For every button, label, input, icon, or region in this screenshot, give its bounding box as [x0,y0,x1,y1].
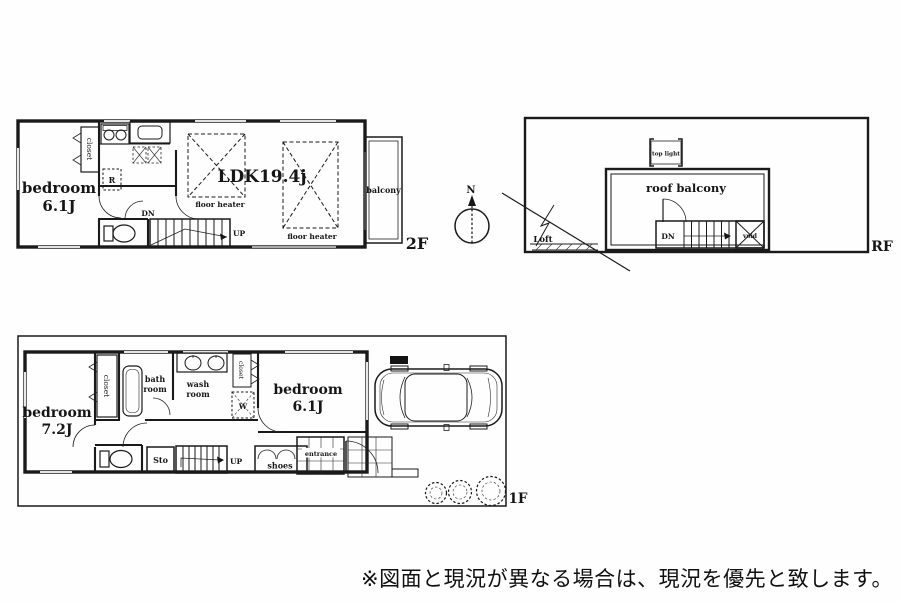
stairs-rf: DN void [655,220,765,249]
wall-kitchen-2f [99,150,178,196]
label-closet-2f: closet [85,138,94,160]
vanity-icon [176,352,228,373]
label-dn-rf: DN [661,232,675,241]
entrance-door-arc [345,440,379,474]
label-bedroom6: bedroom [273,382,343,398]
label-bath-2: room [143,384,167,394]
label-floor-rf: RF [871,239,893,255]
roof-balcony: roof balcony [604,167,771,252]
kitchen-counter [99,143,170,164]
label-entrance: entrance [305,450,337,458]
label-balcony: balcony [366,185,401,195]
toilet-icon-2f [103,224,136,243]
closet-left-1f: closet [88,354,118,418]
stairs-arrow-1f [217,456,224,464]
label-bedroom7: bedroom [22,405,92,421]
meter-box [390,356,408,364]
label-bedroom-2f-size: 6.1J [42,197,75,215]
compass-icon: N [454,185,490,244]
compass-north-arrow [468,195,476,206]
label-storage: Sto [153,455,168,465]
label-compass-north: N [466,185,475,196]
outer-wall-rf [523,116,870,254]
entrance-area: entrance [296,436,345,475]
stairs-arrow-2f [220,233,227,240]
door-arc-hall [122,422,148,448]
label-closet-right: closet [237,361,244,380]
windows-1f [22,349,370,475]
loft-break: Loft [501,192,631,272]
stove-icon [100,123,130,145]
toilet-icon-1f [99,449,133,469]
bathtub-icon [122,365,143,417]
label-closet-left: closet [102,375,111,397]
label-floor-2f: 2F [406,234,429,253]
label-bedroom-2f: bedroom [22,179,96,197]
label-floor-1f: 1F [509,491,528,507]
door-arc-toilet-2f [124,200,144,220]
shoes-cabinet: shoes [254,445,308,473]
label-up-1f: UP [230,457,243,466]
top-light: top light [649,138,683,167]
label-shoes: shoes [267,461,293,471]
door-arc-bedroom6 [257,407,283,433]
door-arc-bedroom-2f [98,195,122,219]
bush-icons [424,475,507,507]
door-arc-bath [152,397,171,416]
floor-heater-right: floor heater [282,141,339,241]
label-floor-heater-left: floor heater [195,200,245,209]
floor-plan-drawing: closet R [15,116,893,507]
label-bath-1: bath [145,374,165,384]
plan-rf: top light roof balcony DN void Loft [501,116,893,272]
porch-tiles [347,436,419,478]
car-icon [374,364,503,431]
balcony-2f: balcony [364,136,403,244]
label-wash-2: room [186,389,210,399]
wall-toilet-1f [95,443,144,472]
label-washer: W [238,402,248,411]
label-top-light: top light [652,152,680,158]
door-arc-rf [662,198,687,223]
plan-1f: closet bath room wash room closet W [17,335,528,507]
label-dn-2f: DN [141,209,155,218]
sink-icon [129,121,171,144]
label-up-2f: UP [233,229,246,238]
refrigerator-2f: R [102,168,122,191]
walls-bath-wash [117,352,175,420]
label-floor-heater-right: floor heater [287,232,337,241]
storage-1f: Sto [146,446,175,473]
door-arc-bedroom7 [72,424,96,448]
label-void: void [742,233,758,240]
label-bedroom7-size: 7.2J [42,422,73,438]
washer-box: W [231,391,255,419]
stairs-2f: DN UP [141,209,246,248]
stairs-arrow-rf [724,232,731,240]
wall-toilet-2f [99,217,150,247]
label-roof-balcony: roof balcony [646,181,726,195]
closet-2f: closet [72,126,100,173]
closet-right-1f: closet [232,353,260,388]
floor-heater-left: floor heater [187,133,246,209]
label-loft: Loft [533,235,552,245]
plan-2f: closet R [15,118,429,253]
label-ldk: LDK19.4j [217,167,306,187]
disclaimer-text: ※図面と現況が異なる場合は、現況を優先と致します。 [361,567,893,591]
void-box [735,220,765,249]
label-bedroom6-size: 6.1J [293,399,324,415]
site-boundary [17,335,507,507]
label-wash-1: wash [186,379,210,389]
stairs-1f: UP [175,445,243,474]
label-fridge: R [109,175,116,185]
